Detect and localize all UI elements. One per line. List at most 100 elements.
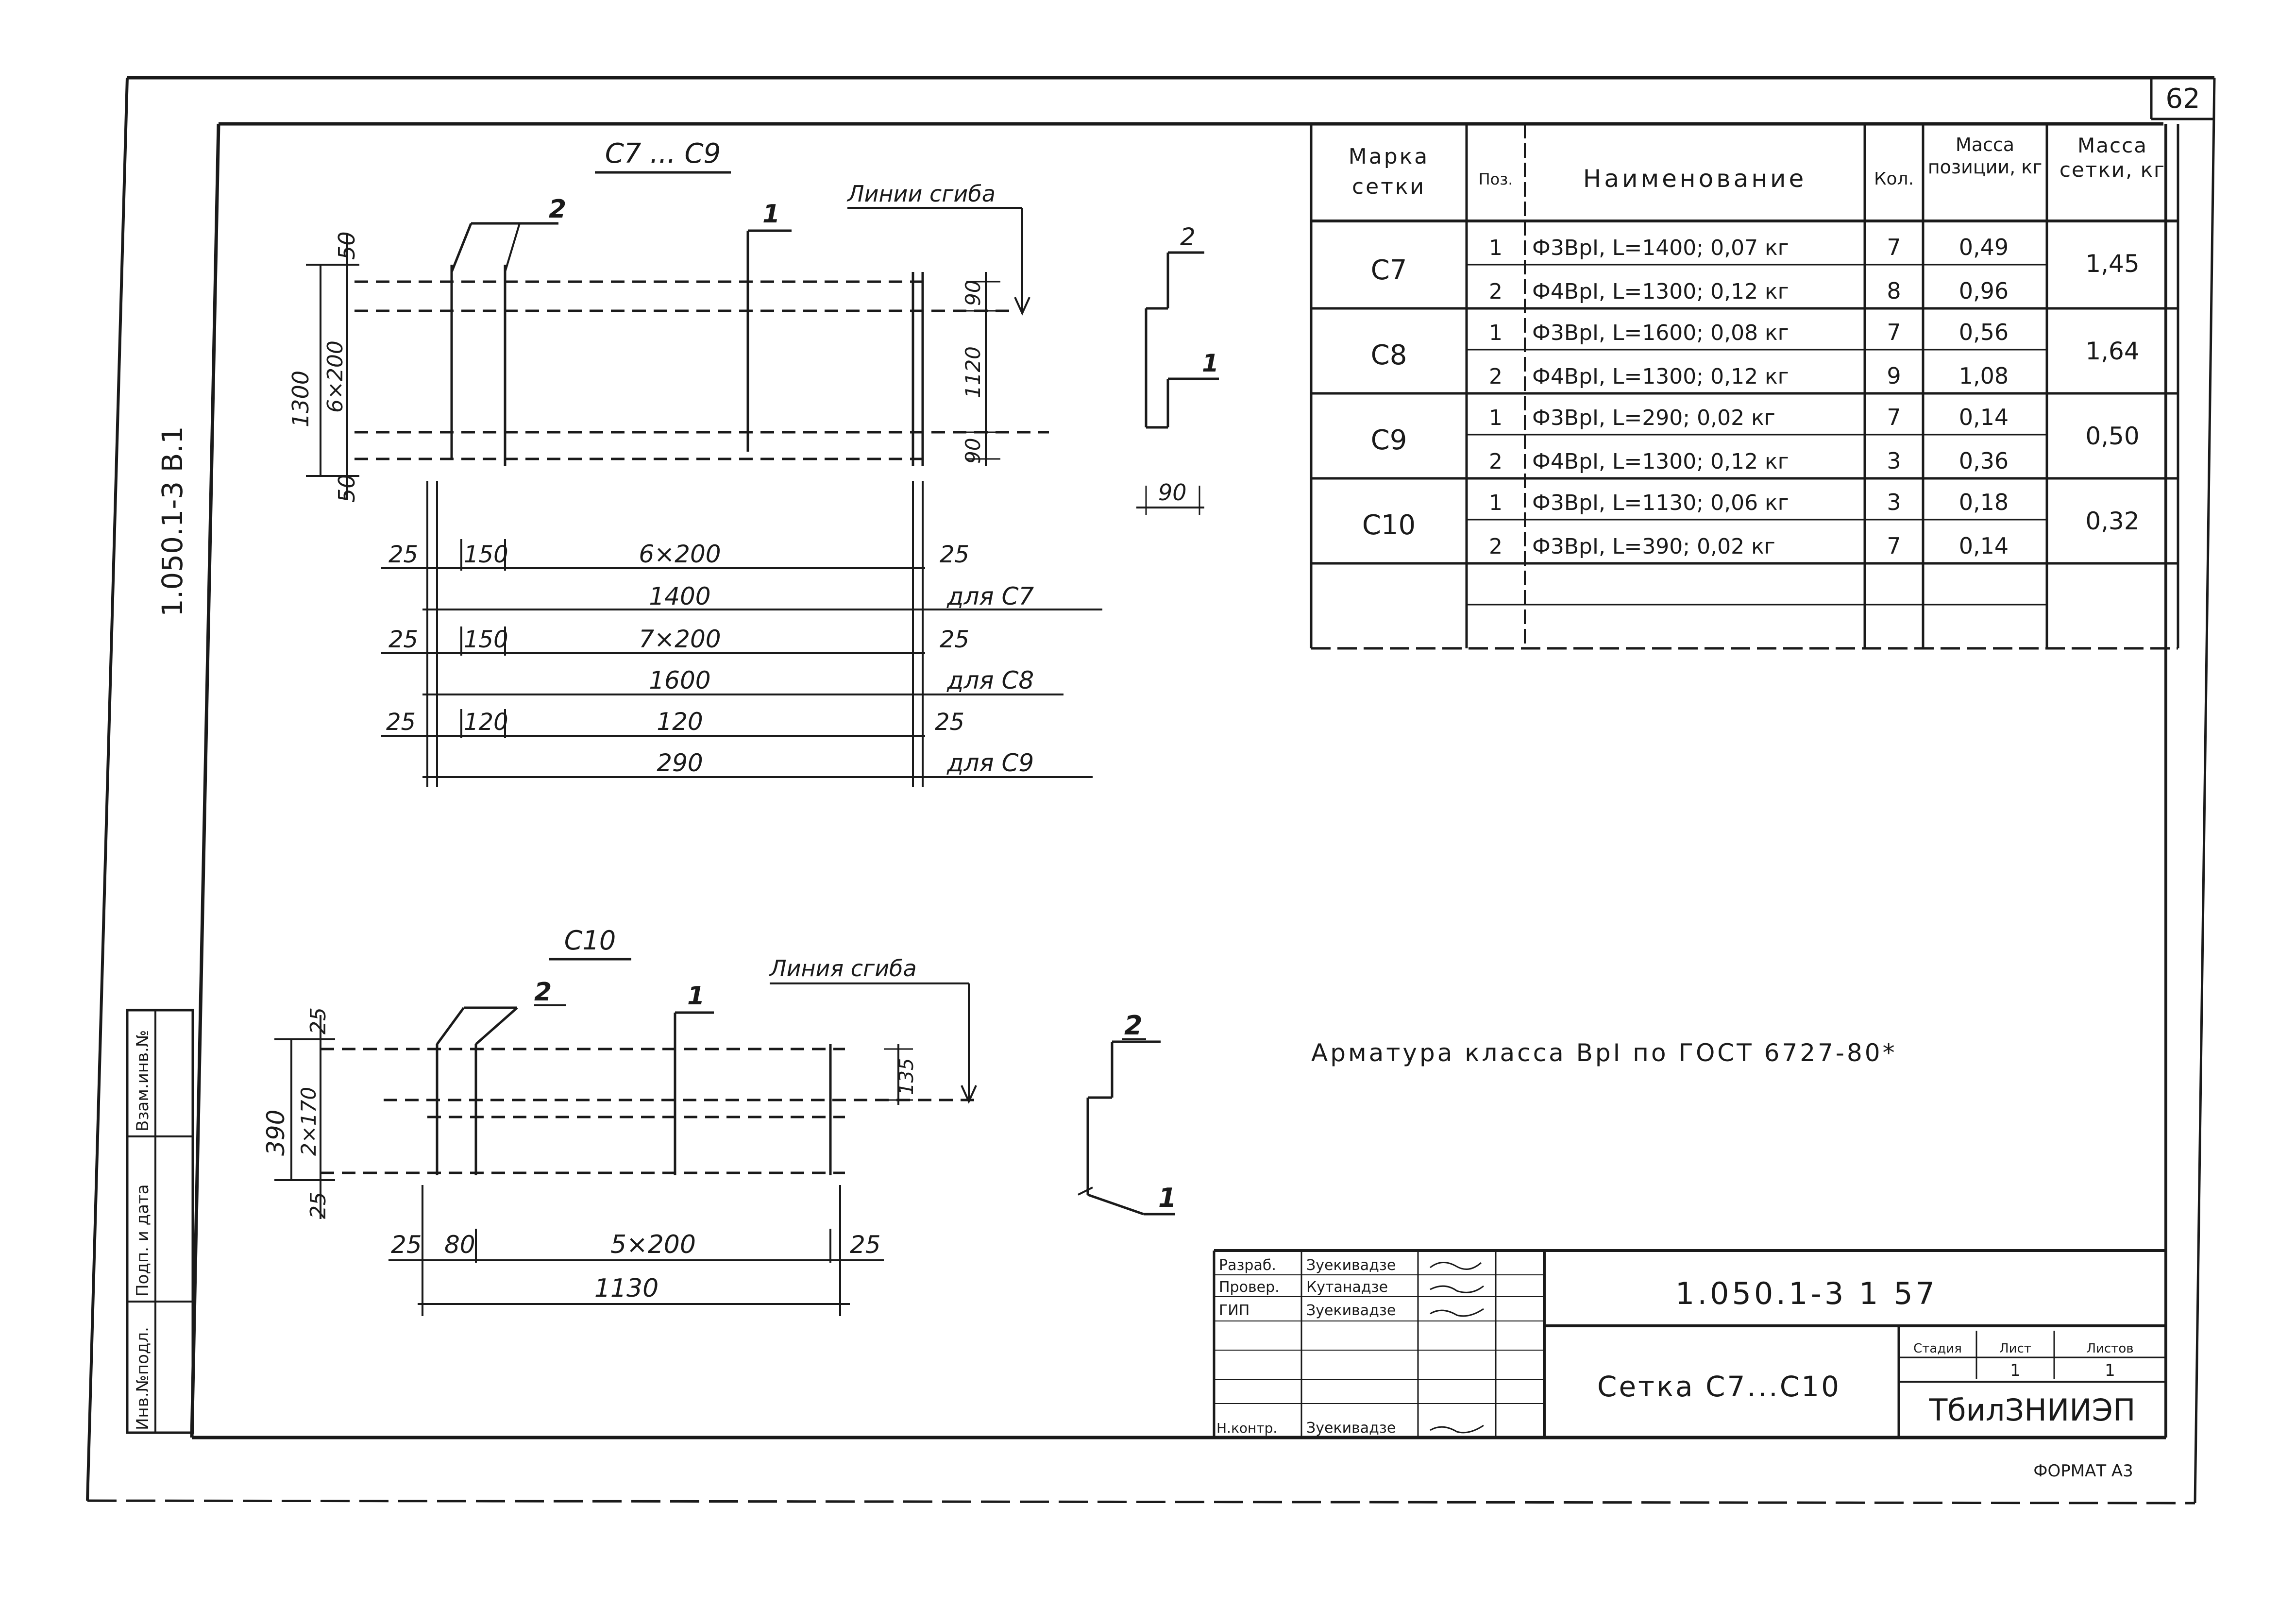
sheet-format: ФОРМАТ А3 [2033,1461,2133,1481]
c10-dim-height: 390 [262,1110,290,1156]
stamp-sheet-value: 1 [2010,1361,2021,1380]
c7-row1-d2: 150 [464,541,508,568]
spec-c9-name-2: Ф4ВрI, L=1300; 0,12 кг [1532,449,1789,474]
spec-c10-mass-1: 0,18 [1959,489,2009,515]
drawing-c10: С10 Линия сгиба 2 1 25 25 390 2×170 [262,925,981,1316]
c7-row1-d3: 25 [940,541,969,568]
spec-c9-mass-2: 0,36 [1959,448,2009,474]
c7-row3-mid: 120 [657,708,703,736]
c7-dim-spacing: 6×200 [323,340,348,413]
spec-c8-name-2: Ф4ВрI, L=1300; 0,12 кг [1532,364,1789,389]
c7-dim-top: 50 [334,231,360,260]
stamp-sheets-header: Листов [2086,1341,2133,1356]
side-stamp [126,1009,194,1434]
th-mark: Марка сетки [1349,144,1427,199]
c7-profile-label-2: 2 [1180,223,1196,251]
c10-profile-label-2: 2 [1124,1010,1143,1041]
c7-dim-90-bottom: 90 [961,438,985,464]
c7-row2-for: для С8 [946,666,1034,694]
c7-row1-d1: 25 [388,541,418,568]
c7-marker-1: 1 [762,200,780,229]
stamp-sheets-value: 1 [2105,1361,2115,1380]
th-mesh-mass: Масса сетки, кг [2060,134,2164,182]
bend-line-label: Линии сгиба [846,181,996,207]
c7-dim-bottom: 50 [334,474,360,503]
title-block [1213,1249,2166,1438]
spec-c7-pos-1: 1 [1489,236,1503,260]
th-pos-mass-label: Масса позиции, кг [1927,134,2043,178]
spec-c7-name-2: Ф4ВрI, L=1300; 0,12 кг [1532,279,1789,304]
c10-dim-top: 25 [306,1007,331,1034]
spec-c10-qty-2: 7 [1887,533,1901,559]
stamp-drawing-name: Сетка С7...С10 [1597,1370,1841,1403]
spec-c8-qty-1: 7 [1887,319,1901,345]
c10-dim-135: 135 [895,1058,918,1095]
c7-row2-d3: 25 [940,626,969,653]
c10-dim-d2: 80 [444,1231,475,1259]
c7-profile [1136,251,1219,515]
spec-c8-qty-2: 9 [1887,363,1901,389]
spec-c9-pos-2: 2 [1489,449,1503,474]
spec-mark-c8: С8 [1371,339,1407,371]
drawing-c7-c9: С7 ... С9 Линии сгиба 2 1 50 50 1300 6×2… [287,138,1102,787]
spec-c9-qty-2: 3 [1887,448,1901,474]
c7-row2-d2: 150 [464,626,508,653]
spec-c9-mass-1: 0,14 [1959,404,2009,430]
c7-row3-d3: 25 [935,709,964,736]
c10-marker-1: 1 [687,982,705,1011]
stamp-role-1: Разраб. [1219,1257,1276,1274]
c10-dim-spacing: 2×170 [297,1087,321,1156]
spec-c10-pos-1: 1 [1489,491,1503,515]
c10-dim-total: 1130 [594,1274,658,1303]
th-pos-mass: Масса позиции, кг [1927,134,2043,178]
c10-profile-label-1: 1 [1158,1183,1177,1213]
spec-total-c8: 1,64 [2085,337,2139,365]
c10-marker-2: 2 [534,978,552,1007]
c7-row3-d2: 120 [464,709,508,736]
spec-c10-qty-1: 3 [1887,489,1901,515]
spec-c7-mass-2: 0,96 [1959,278,2009,304]
stamp-name-4: Зуекивадзе [1306,1420,1396,1437]
spec-c8-name-1: Ф3ВрI, L=1600; 0,08 кг [1532,321,1789,345]
side-stamp-label-1: Взам.инв.№ [133,1030,152,1132]
spec-c7-name-1: Ф3ВрI, L=1400; 0,07 кг [1532,236,1789,260]
stamp-role-2: Провер. [1219,1279,1280,1296]
th-qty: Кол. [1874,169,1914,189]
th-name: Наименование [1583,165,1807,193]
stamp-name-3: Зуекивадзе [1306,1302,1396,1319]
spec-c7-qty-2: 8 [1887,278,1901,304]
c10-bend-line-label: Линия сгиба [769,955,917,982]
c7-dim-1120: 1120 [961,346,985,398]
spec-c8-mass-1: 0,56 [1959,319,2009,345]
spec-c10-name-2: Ф3ВрI, L=390; 0,02 кг [1532,534,1775,559]
spec-c10-pos-2: 2 [1489,534,1503,559]
c7-profile-dim: 90 [1158,479,1187,506]
c7-marker-2: 2 [549,195,566,224]
spec-total-c9: 0,50 [2085,422,2139,450]
c7-dim-height: 1300 [287,371,314,427]
c7-row3-total: 290 [657,749,703,777]
c7-dim-90-top: 90 [961,280,985,306]
spec-c8-pos-2: 2 [1489,364,1503,389]
c7-row1-for: для С7 [946,582,1034,610]
spec-c7-qty-1: 7 [1887,234,1901,260]
c7-row3-for: для С9 [946,749,1034,777]
c10-dim-d3: 25 [850,1231,881,1259]
c10-dim-d1: 25 [391,1231,422,1259]
c7-c9-title: С7 ... С9 [605,138,721,169]
spec-c9-qty-1: 7 [1887,404,1901,430]
stamp-name-2: Кутанадзе [1306,1279,1388,1296]
c7-row2-total: 1600 [649,666,710,694]
spec-mark-c7: С7 [1371,254,1407,286]
spec-c7-mass-1: 0,49 [1959,234,2009,260]
spec-c7-pos-2: 2 [1489,279,1503,304]
sheet-frame [86,76,2216,1505]
spec-c8-mass-2: 1,08 [1959,363,2009,389]
c7-profile-label-1: 1 [1202,349,1219,377]
stamp-role-4: Н.контр. [1216,1420,1277,1436]
spec-mark-c9: С9 [1371,424,1407,456]
spec-mark-c10: С10 [1362,509,1416,541]
side-stamp-label-3: Инв.№подл. [133,1327,152,1430]
spec-c10-mass-2: 0,14 [1959,533,2009,559]
